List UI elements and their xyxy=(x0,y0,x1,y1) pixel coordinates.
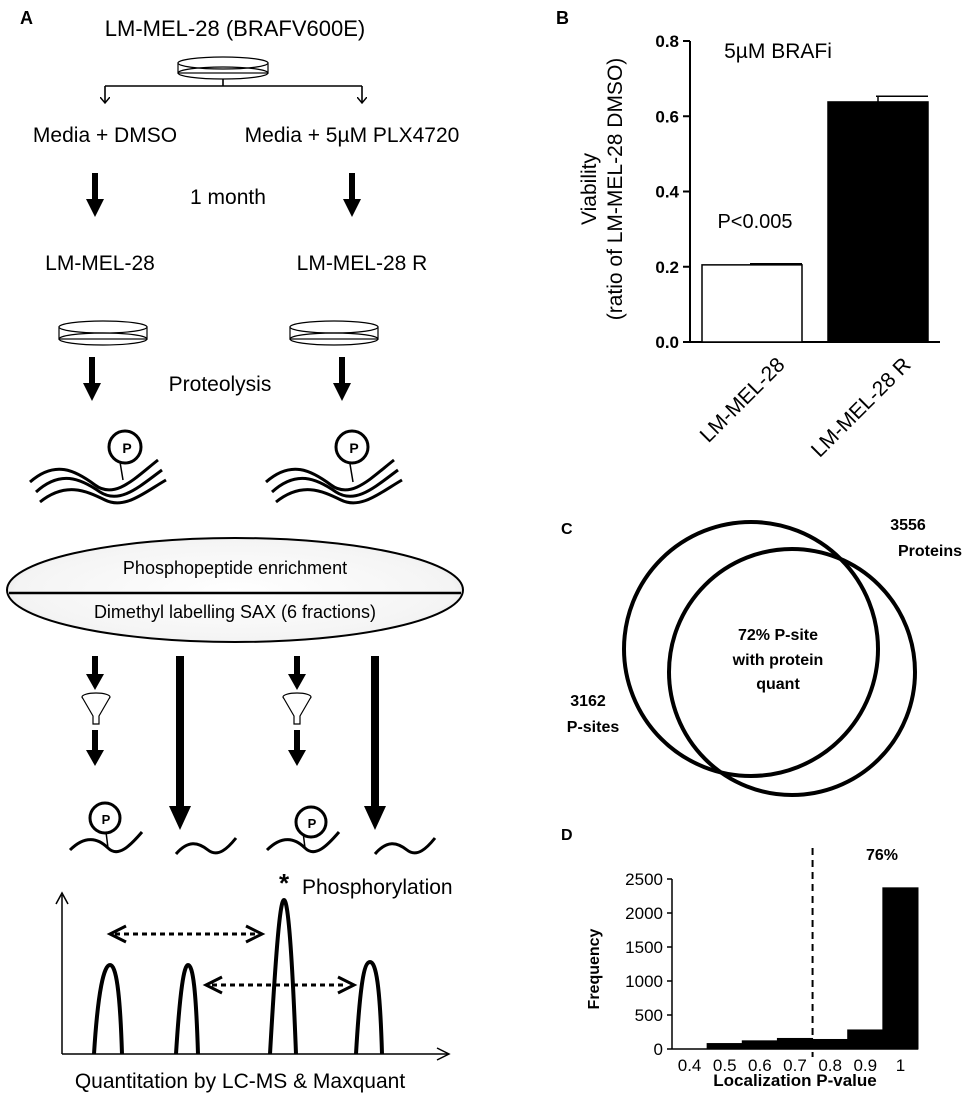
chart-d-y-tick-label: 1500 xyxy=(625,938,663,957)
panel-a: A LM-MEL-28 (BRAFV600E) Media + DMSO Med… xyxy=(6,8,464,1093)
peak-marker: * xyxy=(279,868,290,898)
phospho-marker-frac-right: P xyxy=(308,816,317,831)
chart-d-x-tick-label: 0.4 xyxy=(678,1056,702,1075)
enrichment-ellipse xyxy=(6,537,464,643)
funnel-icons xyxy=(81,692,312,725)
phospho-marker-frac-left: P xyxy=(102,812,111,827)
overlap-line-3: quant xyxy=(756,676,800,693)
panel-b: B 5µM BRAFi Viability (ratio of LM-MEL-2… xyxy=(556,8,940,462)
overlap-line-2: with protein xyxy=(732,652,824,669)
proteins-count: 3556 xyxy=(890,517,926,534)
ms-spectrum xyxy=(55,891,451,1061)
phosphorylation-label: Phosphorylation xyxy=(302,876,453,899)
chart-d-xlabel: Localization P-value xyxy=(713,1071,876,1090)
proteins-label: Proteins xyxy=(898,543,962,560)
psites-label: P-sites xyxy=(567,719,620,736)
enrichment-label: Phosphopeptide enrichment xyxy=(123,558,347,578)
chart-d-bar xyxy=(847,1029,884,1050)
chart-d-x-tick-label: 0.7 xyxy=(783,1056,807,1075)
culture-dish-top xyxy=(177,56,269,80)
chart-d-y-tick-label: 0 xyxy=(654,1040,663,1059)
peptide-right xyxy=(265,429,403,505)
panel-a-label: A xyxy=(20,8,33,28)
chart-b-bar xyxy=(827,101,929,343)
chart-d: 0 500 1000 1500 2000 2500 0.4 0.5 0.6 0.7 0.8 0.9 1 xyxy=(625,848,919,1075)
chart-d-y-tick-label: 2500 xyxy=(625,870,663,889)
thick-arrows-1 xyxy=(86,173,361,217)
chart-d-bar xyxy=(706,1043,743,1050)
panel-d-label: D xyxy=(561,827,573,844)
split-arrows xyxy=(105,79,362,102)
venn-circle-proteins xyxy=(622,520,880,778)
chart-b-category-label: LM-MEL-28 R xyxy=(807,353,916,462)
chart-d-bar xyxy=(776,1037,814,1050)
chart-d-bar xyxy=(812,1038,849,1050)
proteolysis-label: Proteolysis xyxy=(169,373,272,396)
quantitation-label: Quantitation by LC-MS & Maxquant xyxy=(75,1070,405,1093)
duration-label: 1 month xyxy=(190,186,266,209)
peptide-left xyxy=(29,429,167,505)
chart-b-y-tick-label: 0.0 xyxy=(655,333,679,352)
chart-d-ylabel: Frequency xyxy=(586,928,603,1009)
chart-d-x-tick-label: 0.8 xyxy=(818,1056,842,1075)
line-resistant-label: LM-MEL-28 R xyxy=(297,252,428,275)
chart-b-y-tick-label: 0.4 xyxy=(655,183,679,202)
chart-b-ylabel-1: Viability xyxy=(578,153,601,225)
media-dmso-label: Media + DMSO xyxy=(33,124,177,147)
phospho-marker-left: P xyxy=(122,440,131,456)
chart-d-y-tick-label: 1000 xyxy=(625,972,663,991)
chart-b-y-tick-label: 0.8 xyxy=(655,32,679,51)
chart-b-bar xyxy=(701,264,803,343)
phospho-marker-right: P xyxy=(349,440,358,456)
chart-d-x-tick-label: 0.6 xyxy=(748,1056,772,1075)
chart-b-category-label: LM-MEL-28 xyxy=(696,353,790,447)
chart-b-title: 5µM BRAFi xyxy=(724,40,832,63)
chart-d-x-tick-label: 1 xyxy=(896,1056,905,1075)
labelling-label: Dimethyl labelling SAX (6 fractions) xyxy=(94,602,376,622)
chart-d-x-tick-label: 0.9 xyxy=(853,1056,877,1075)
cell-line-title: LM-MEL-28 (BRAFV600E) xyxy=(105,16,365,41)
overlap-line-1: 72% P-site xyxy=(738,627,818,644)
culture-dish-right xyxy=(289,320,379,346)
panel-c: C 3556 Proteins 3162 P-sites 72% P-site … xyxy=(561,517,962,797)
thick-arrows-3 xyxy=(86,656,386,830)
chart-d-annotation: 76% xyxy=(866,847,898,864)
chart-b-y-tick-label: 0.2 xyxy=(655,258,679,277)
chart-b-y-tick-label: 0.6 xyxy=(655,107,679,126)
venn-circle-psites xyxy=(667,547,917,797)
culture-dish-left xyxy=(58,320,148,346)
chart-d-bar xyxy=(882,887,919,1050)
line-parent-label: LM-MEL-28 xyxy=(45,252,155,275)
chart-d-x-tick-label: 0.5 xyxy=(713,1056,737,1075)
thick-arrows-2 xyxy=(83,357,351,401)
chart-d-y-tick-label: 500 xyxy=(635,1006,663,1025)
peptides-fractions xyxy=(68,801,437,856)
chart-d-bar xyxy=(741,1040,778,1050)
media-plx-label: Media + 5µM PLX4720 xyxy=(245,124,460,147)
panel-b-label: B xyxy=(556,8,569,28)
psites-count: 3162 xyxy=(570,693,606,710)
chart-d-y-tick-label: 2000 xyxy=(625,904,663,923)
chart-b-annotation: P<0.005 xyxy=(717,211,792,233)
panel-c-label: C xyxy=(561,521,573,538)
chart-b-ylabel-2: (ratio of LM-MEL-28 DMSO) xyxy=(604,58,627,321)
